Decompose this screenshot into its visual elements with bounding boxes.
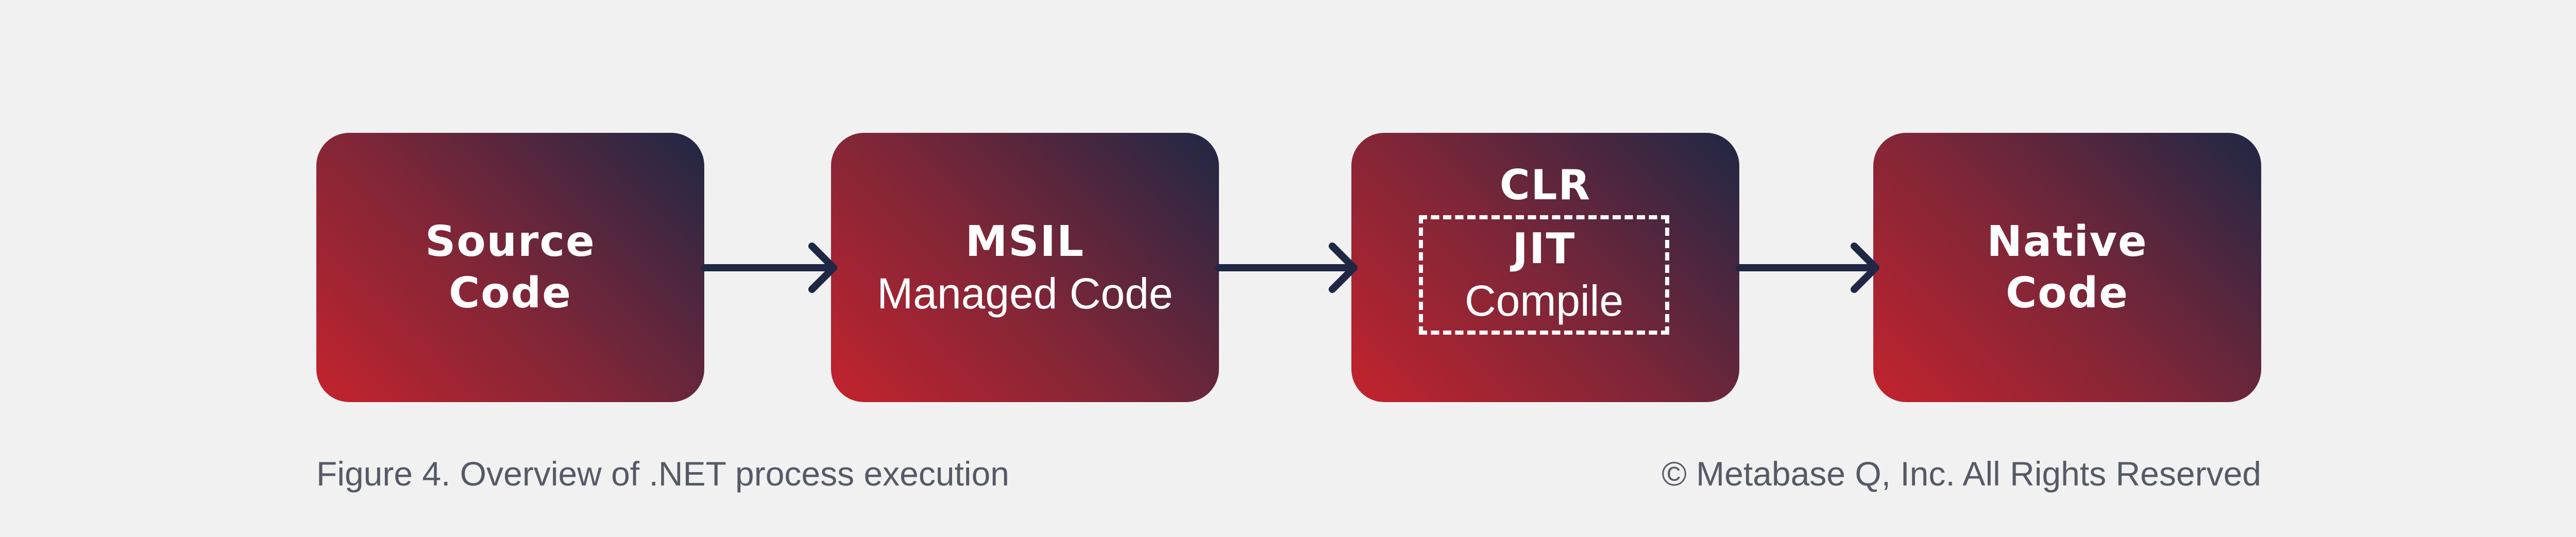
node-msil-title: MSIL	[965, 217, 1085, 266]
node-source-code: Source Code	[316, 133, 704, 402]
node-msil-subtitle: Managed Code	[877, 269, 1173, 318]
node-native-line2: Code	[2006, 268, 2129, 318]
node-native-code: Native Code	[1873, 133, 2261, 402]
jit-title: JIT	[1512, 224, 1576, 273]
jit-compile-frame: JIT Compile	[1419, 215, 1669, 335]
arrow-msil-to-clr-icon	[1215, 242, 1358, 293]
figure-caption: Figure 4. Overview of .NET process execu…	[316, 455, 1010, 493]
node-source-line1: Source	[425, 217, 596, 266]
node-clr-title: CLR	[1499, 161, 1591, 209]
node-clr: CLR JIT Compile	[1351, 133, 1739, 402]
arrow-source-to-msil-icon	[701, 242, 837, 293]
node-msil: MSIL Managed Code	[831, 133, 1219, 402]
copyright-notice: © Metabase Q, Inc. All Rights Reserved	[1662, 455, 2261, 493]
node-source-line2: Code	[449, 268, 572, 318]
jit-subtitle: Compile	[1464, 276, 1624, 325]
node-native-line1: Native	[1987, 217, 2148, 266]
arrow-clr-to-native-icon	[1736, 242, 1879, 293]
